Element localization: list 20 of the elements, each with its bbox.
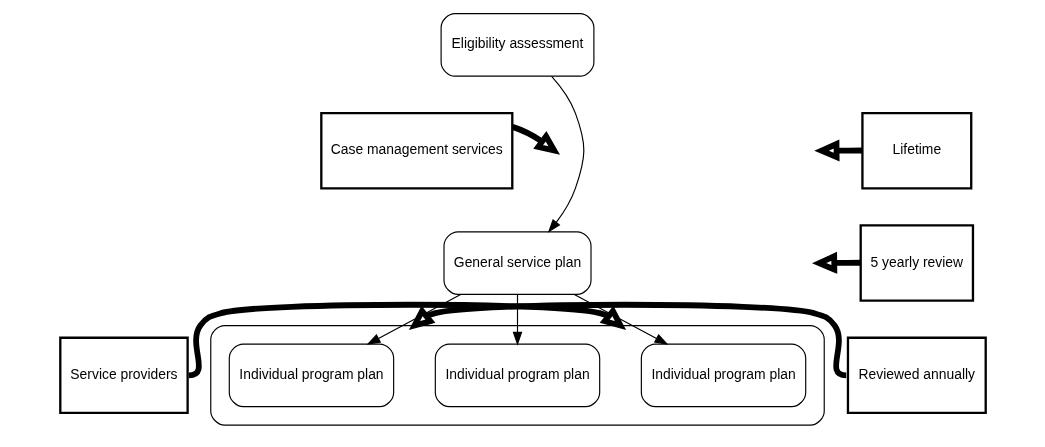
node-box: Service providers [58, 336, 189, 414]
node-box: 5 yearly review [859, 223, 974, 302]
node-box: Individual program plan [640, 343, 806, 407]
node-box: Individual program plan [434, 343, 600, 407]
node-box: Lifetime [860, 111, 972, 190]
cluster [209, 324, 825, 426]
node-box: Case management services [319, 111, 513, 190]
node-box: Eligibility assessment [440, 12, 594, 77]
arrow [512, 293, 522, 346]
arrow [813, 139, 862, 162]
arrow [573, 293, 668, 345]
arrow [547, 75, 584, 233]
node-box: General service plan [442, 230, 592, 295]
arrow [408, 301, 847, 378]
arrow [187, 301, 626, 378]
node-box: Reviewed annually [846, 336, 987, 414]
arrow [511, 123, 560, 155]
node-box: Individual program plan [228, 343, 394, 407]
arrow [811, 251, 860, 274]
arrow [366, 293, 461, 345]
